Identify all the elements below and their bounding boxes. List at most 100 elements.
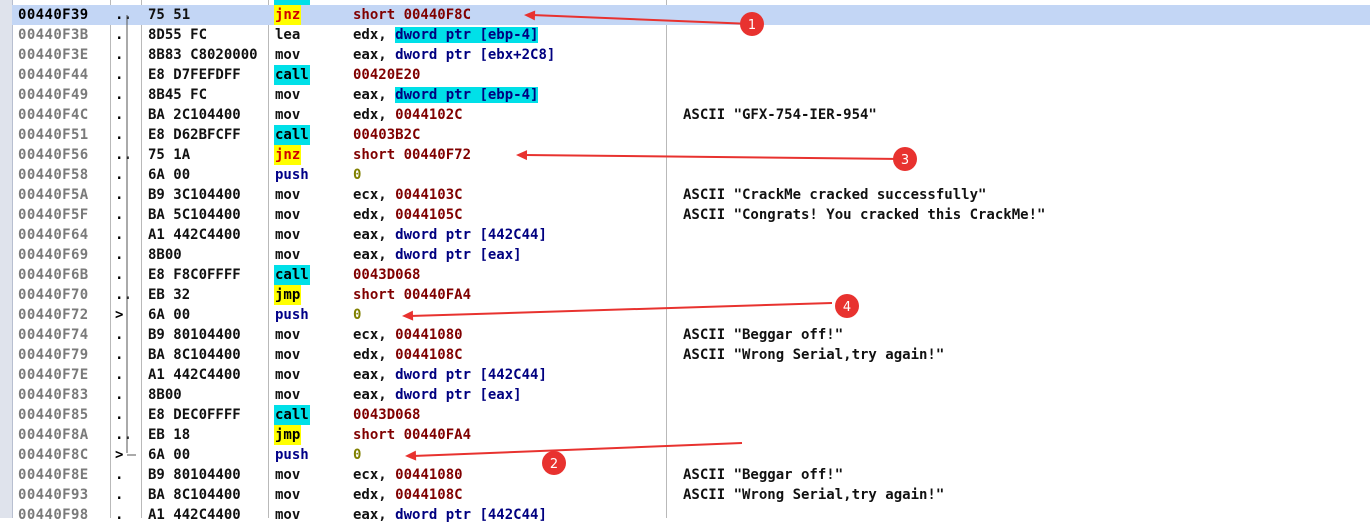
operand-part: edx, — [353, 107, 396, 123]
operand-part: 0 — [353, 307, 362, 323]
comment-cell: ASCII "Beggar off!" — [683, 327, 844, 343]
operand-part: ecx, — [353, 187, 396, 203]
hex-bytes-cell: 6A 00 — [148, 307, 191, 323]
operand-part: 00403B2C — [353, 127, 421, 143]
address-cell: 00440F49 — [18, 87, 89, 103]
column-divider — [268, 0, 269, 518]
hex-bytes-cell: 8B45 FC — [148, 87, 208, 103]
operand-part: dword ptr [442C44] — [395, 367, 547, 383]
operand-part: 0044108C — [395, 487, 463, 503]
hex-bytes-cell: 6A 00 — [148, 447, 191, 463]
hex-bytes-cell: EB 18 — [148, 427, 191, 443]
address-cell: 00440F5A — [18, 187, 89, 203]
operand-part: eax, — [353, 227, 396, 243]
hex-bytes-cell: E8 D1FEFDFF — [148, 0, 268, 5]
jump-marker: > — [115, 447, 124, 463]
operand-part: dword ptr [ebp-4] — [395, 27, 539, 43]
operand-cell: 0043D068 — [353, 405, 420, 425]
operand-part: 00441080 — [395, 467, 463, 483]
comment-cell: ASCII "Wrong Serial,try again!" — [683, 347, 945, 363]
operand-cell: short 00440FA4 — [353, 425, 471, 445]
hex-bytes-cell: 75 1A — [148, 147, 191, 163]
address-cell: 00440F72 — [18, 307, 89, 323]
operand-part: short 00440FA4 — [353, 427, 472, 443]
left-gutter — [0, 0, 13, 518]
hex-bytes-cell: EB 32 — [148, 287, 191, 303]
jump-marker: .. — [115, 147, 132, 163]
operand-part: ecx, — [353, 327, 396, 343]
operand-cell: eax, dword ptr [ebp-4] — [353, 85, 539, 105]
jump-marker: . — [115, 367, 124, 383]
operand-cell: 0 — [353, 305, 361, 325]
operand-cell: edx, dword ptr [ebp-4] — [353, 25, 539, 45]
jump-marker: . — [115, 107, 124, 123]
operand-part: 0044103C — [395, 187, 463, 203]
comment-cell: ASCII "Congrats! You cracked this CrackM… — [683, 207, 1046, 223]
operand-part: eax, — [353, 387, 396, 403]
mnemonic-cell: mov — [275, 187, 301, 203]
mnemonic-cell: call — [274, 405, 310, 425]
hex-bytes-cell: E8 D7FEFDFF — [148, 67, 241, 83]
operand-cell: edx, 0044102C — [353, 105, 463, 125]
mnemonic-cell: call — [274, 65, 310, 85]
jump-marker: . — [115, 467, 124, 483]
operand-cell: 00403B2C — [353, 125, 420, 145]
mnemonic-cell: mov — [275, 207, 301, 223]
operand-part: edx, — [353, 207, 396, 223]
address-cell: 00440F39 — [18, 7, 89, 23]
address-cell: 00440F79 — [18, 347, 89, 363]
mnemonic-cell: mov — [275, 47, 301, 63]
jump-marker: . — [115, 87, 124, 103]
jump-marker: .. — [115, 287, 132, 303]
comment-cell: ASCII "CrackMe cracked successfully" — [683, 187, 987, 203]
jump-marker: . — [115, 47, 124, 63]
operand-cell: ecx, 0044103C — [353, 185, 463, 205]
operand-cell: short 00440F8C — [353, 5, 471, 25]
address-cell: 00440F8E — [18, 467, 89, 483]
operand-part: dword ptr [ebx+2C8] — [395, 47, 556, 63]
operand-cell: 0043D068 — [353, 265, 420, 285]
hex-bytes-cell: 8B00 — [148, 387, 182, 403]
comment-cell: ASCII "Beggar off!" — [683, 467, 844, 483]
operand-part: eax, — [353, 47, 396, 63]
address-cell: 00440F98 — [18, 507, 89, 523]
operand-part: ecx, — [353, 467, 396, 483]
hex-bytes-cell: BA 8C104400 — [148, 487, 241, 503]
mnemonic-cell: mov — [275, 227, 301, 243]
jump-marker: . — [115, 207, 124, 223]
jump-marker: .. — [115, 7, 132, 23]
address-cell: 00440F74 — [18, 327, 89, 343]
instruction-row[interactable]: 00440F35E8 D1FEFDFFcall00420E0C — [12, 0, 1370, 5]
address-cell: 00440F93 — [18, 487, 89, 503]
operand-part: 0 — [353, 167, 362, 183]
operand-part: eax, — [353, 507, 396, 523]
jump-marker: . — [115, 27, 124, 43]
